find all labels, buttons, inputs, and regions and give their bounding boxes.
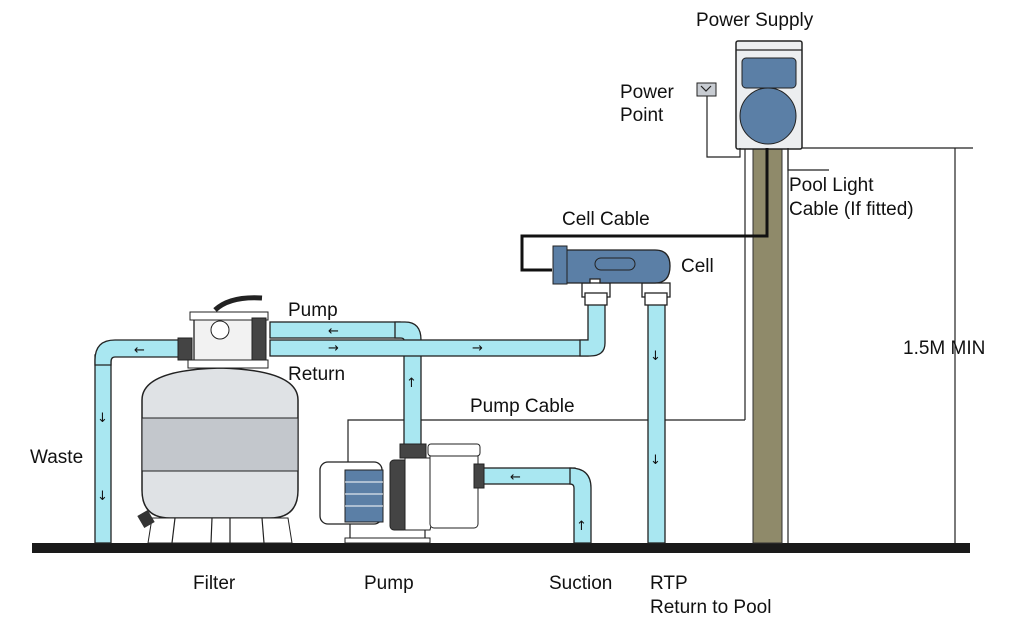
arrow-waste-left: ←: [134, 343, 145, 358]
label-pump: Pump: [364, 573, 414, 594]
arrow-waste-down-2: ↓: [97, 489, 108, 504]
sand-filter: [137, 367, 299, 544]
label-return: Return: [288, 364, 345, 385]
pump-cable: [347, 419, 745, 462]
chlorinator-cell: [552, 245, 671, 285]
arrow-return-right-2: →: [472, 341, 483, 356]
label-return-to-pool: Return to Pool: [650, 597, 771, 618]
arrow-rtp-down-1: ↓: [650, 349, 661, 364]
arrow-rtp-down-2: ↓: [650, 453, 661, 468]
label-pool-light-1: Pool Light: [789, 175, 874, 196]
arrow-waste-down-1: ↓: [97, 411, 108, 426]
arrow-return-right-1: →: [328, 341, 339, 356]
power-point-icon: [696, 82, 741, 158]
arrow-suction-left: ←: [510, 470, 521, 485]
waste-pipe: [94, 339, 181, 544]
label-rtp: RTP: [650, 573, 688, 594]
power-supply-unit: [735, 40, 803, 150]
suction-pipe: [479, 467, 592, 544]
label-waste: Waste: [30, 447, 83, 468]
label-power-supply: Power Supply: [696, 10, 814, 31]
label-cell: Cell: [681, 256, 714, 277]
label-pool-light-2: Cable (If fitted): [789, 199, 914, 220]
multiport-valve: [177, 295, 269, 369]
label-power-point-2: Point: [620, 105, 664, 126]
label-suction: Suction: [549, 573, 612, 594]
label-filter: Filter: [193, 573, 236, 594]
arrow-pump-left: ←: [328, 324, 339, 339]
label-min-height: 1.5M MIN: [903, 338, 985, 359]
label-cell-cable: Cell Cable: [562, 209, 650, 230]
label-pump-cable: Pump Cable: [470, 396, 575, 417]
label-pump-line: Pump: [288, 300, 338, 321]
rtp-pipe: [647, 289, 666, 544]
cell-cable: [520, 148, 769, 272]
height-dimension: [802, 147, 973, 543]
ground: [32, 543, 970, 553]
arrow-suction-up: ↑: [576, 519, 587, 534]
pool-light-cable: [787, 148, 829, 171]
label-power-point-1: Power: [620, 82, 675, 103]
arrow-pump-up: ↑: [406, 376, 417, 391]
pool-pump: [319, 443, 485, 544]
